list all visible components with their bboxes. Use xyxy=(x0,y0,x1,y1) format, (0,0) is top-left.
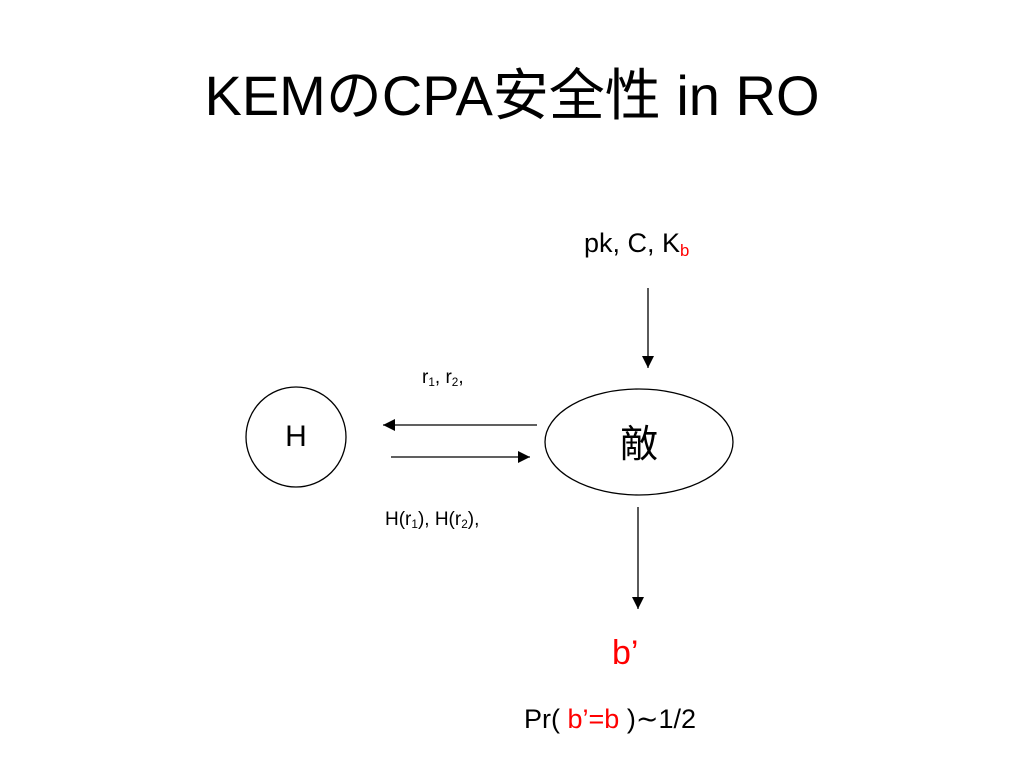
answer-mid: ), H(r xyxy=(417,509,462,530)
oracle-node xyxy=(245,386,347,488)
adversary-input-label: pk, C, Kb xyxy=(584,226,689,260)
answer-sub-1: 1 xyxy=(411,517,418,531)
query-sub-2: 2 xyxy=(451,375,459,389)
oracle-query-label: r1, r2, xyxy=(422,366,464,390)
input-prefix: pk, C, K xyxy=(584,228,681,258)
probability-event: b’=b xyxy=(567,704,620,734)
query-separator: , xyxy=(434,367,446,388)
probability-prefix: Pr( xyxy=(524,704,560,734)
probability-statement: Pr( b’=b )∼1/2 xyxy=(524,702,696,736)
answer-open: H(r xyxy=(385,509,412,530)
adversary-output: b’ xyxy=(612,634,639,672)
query-sub-1: 1 xyxy=(428,375,435,389)
adversary-node xyxy=(544,388,734,496)
query-r2: r xyxy=(445,367,452,388)
slide-title: KEMのCPA安全性 in RO xyxy=(204,64,820,127)
oracle-answer-label: H(r1), H(r2), xyxy=(385,508,479,532)
query-end: , xyxy=(458,367,464,388)
adversary-label: 敵 xyxy=(619,424,658,466)
oracle-label: H xyxy=(285,420,307,453)
answer-sub-2: 2 xyxy=(461,517,468,531)
query-r1: r xyxy=(422,367,429,388)
probability-suffix: )∼1/2 xyxy=(626,704,696,734)
input-subscript-b: b xyxy=(680,241,690,261)
answer-end: ), xyxy=(467,509,480,530)
